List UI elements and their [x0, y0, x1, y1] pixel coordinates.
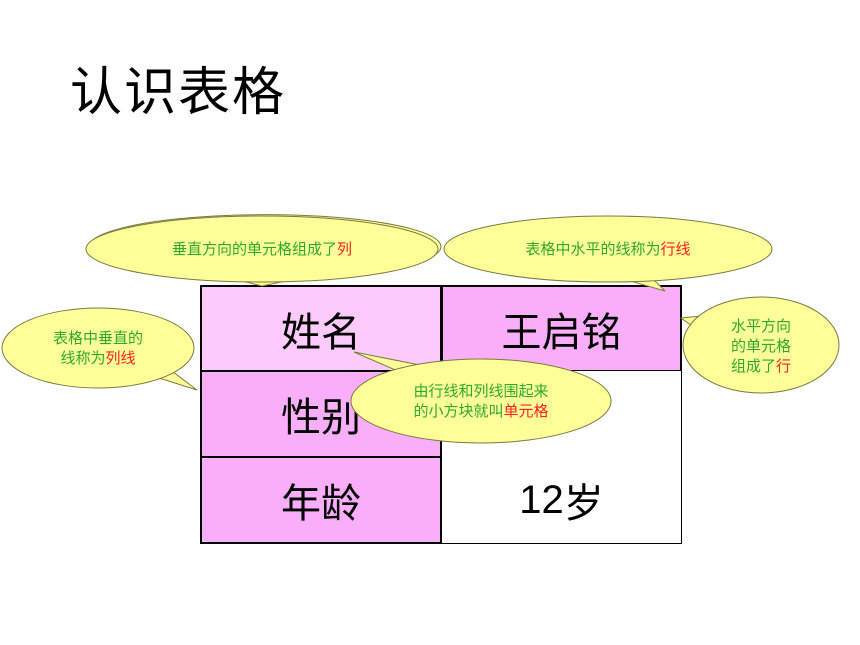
callout-rowline-text: 表格中水平的线称为行线 [525, 240, 691, 258]
callout-colline-text: 表格中垂直的 线称为列线 [52, 329, 143, 367]
callout-cell-text: 由行线和列线围起来 的小方块就叫单元格 [413, 382, 549, 420]
cell-age-label: 年龄 [200, 457, 442, 544]
cell-name-label: 姓名 [200, 285, 442, 372]
page-title: 认识表格 [70, 63, 287, 123]
age-unit: 岁 [563, 481, 604, 527]
callout-row-text: 水平方向 的单元格 组成了行 [730, 317, 792, 375]
age-number: 12 [519, 477, 564, 522]
cell-name-value: 王启铭 [442, 285, 682, 372]
callout-column-text: 垂直方向的单元格组成了列 [171, 240, 353, 258]
